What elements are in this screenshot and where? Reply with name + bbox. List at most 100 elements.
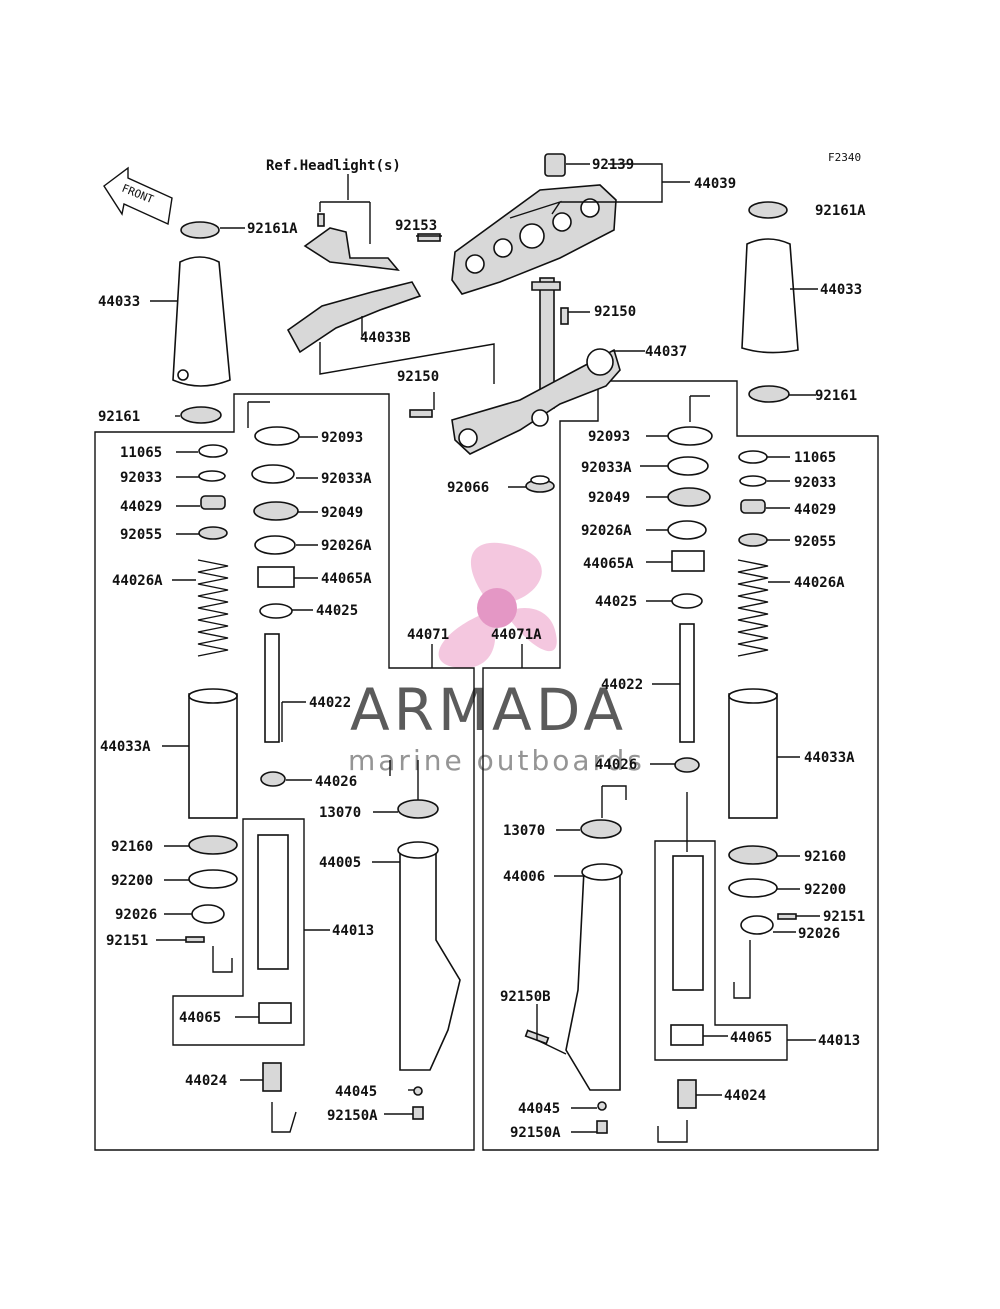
label-44005: 44005 bbox=[319, 855, 361, 871]
label-13070-right: 13070 bbox=[503, 823, 545, 839]
part-44037 bbox=[451, 348, 621, 455]
label-13070-left: 13070 bbox=[319, 805, 361, 821]
part-92049-left bbox=[253, 501, 299, 521]
label-44025-left: 44025 bbox=[316, 603, 358, 619]
label-44037: 44037 bbox=[645, 344, 687, 360]
part-44033A-left bbox=[188, 693, 238, 819]
part-92033-right bbox=[739, 475, 767, 487]
label-92161A-left: 92161A bbox=[247, 221, 298, 237]
part-44022-left bbox=[264, 633, 280, 743]
propeller-logo-icon bbox=[438, 542, 557, 669]
label-92033-left: 92033 bbox=[120, 470, 162, 486]
part-44026A-right bbox=[737, 559, 769, 657]
label-92151-left: 92151 bbox=[106, 933, 148, 949]
label-44033-right: 44033 bbox=[820, 282, 862, 298]
label-92153: 92153 bbox=[395, 218, 437, 234]
label-44026-right: 44026 bbox=[595, 757, 637, 773]
label-44025-right: 44025 bbox=[595, 594, 637, 610]
part-44065A-right bbox=[671, 550, 705, 572]
label-44033B: 44033B bbox=[360, 330, 411, 346]
label-92150A-left: 92150A bbox=[327, 1108, 378, 1124]
assembly-frames bbox=[94, 380, 879, 1151]
label-92049-right: 92049 bbox=[588, 490, 630, 506]
part-92033A-left bbox=[251, 464, 295, 484]
part-92150-top bbox=[560, 307, 569, 325]
part-44013-left bbox=[257, 834, 289, 970]
label-44013-right: 44013 bbox=[818, 1033, 860, 1049]
watermark-brand: ARMADA bbox=[350, 676, 627, 744]
part-92200-left bbox=[188, 869, 238, 889]
label-92151-right: 92151 bbox=[823, 909, 865, 925]
leader-lines bbox=[150, 163, 820, 1143]
label-92026A-left: 92026A bbox=[321, 538, 372, 554]
part-92139 bbox=[544, 153, 566, 177]
part-92026-right bbox=[740, 915, 774, 935]
part-44065-right bbox=[670, 1024, 704, 1046]
label-44033-left: 44033 bbox=[98, 294, 140, 310]
label-44071A: 44071A bbox=[491, 627, 542, 643]
label-11065-right: 11065 bbox=[794, 450, 836, 466]
part-44025-left bbox=[259, 603, 293, 619]
label-44065-left: 44065 bbox=[179, 1010, 221, 1026]
label-92055-left: 92055 bbox=[120, 527, 162, 543]
label-92033A-left: 92033A bbox=[321, 471, 372, 487]
label-44013-left: 44013 bbox=[332, 923, 374, 939]
part-92033-left bbox=[198, 470, 226, 482]
part-92151-right bbox=[777, 913, 797, 920]
front-arrow-icon: FRONT bbox=[103, 166, 173, 226]
label-92161A-right: 92161A bbox=[815, 203, 866, 219]
part-92161-right bbox=[748, 385, 790, 403]
label-44022-left: 44022 bbox=[309, 695, 351, 711]
label-44026A-left: 44026A bbox=[112, 573, 163, 589]
part-92055-right bbox=[738, 533, 768, 547]
label-92026A-right: 92026A bbox=[581, 523, 632, 539]
part-labels: 92139 44039 92161A 92161A 92153 44033 44… bbox=[98, 157, 866, 1141]
part-92093-right bbox=[667, 426, 713, 446]
part-92161A-left bbox=[180, 221, 220, 239]
part-44033A-right bbox=[728, 693, 778, 819]
part-92160-right bbox=[728, 845, 778, 865]
label-92049-left: 92049 bbox=[321, 505, 363, 521]
label-92026-right: 92026 bbox=[798, 926, 840, 942]
label-92150-mid: 92150 bbox=[397, 369, 439, 385]
part-92151-left bbox=[185, 936, 205, 943]
part-44045-right bbox=[597, 1101, 607, 1111]
part-44033B-bracket bbox=[303, 227, 400, 272]
part-44026A-left bbox=[197, 559, 229, 657]
part-92026A-right bbox=[667, 520, 707, 540]
part-92200-right bbox=[728, 878, 778, 898]
part-92160-left bbox=[188, 835, 238, 855]
part-92055-left bbox=[198, 526, 228, 540]
label-44024-right: 44024 bbox=[724, 1088, 766, 1104]
label-44006: 44006 bbox=[503, 869, 545, 885]
part-11065-right bbox=[738, 450, 768, 464]
part-92150-mid bbox=[409, 409, 433, 418]
part-92150A-right bbox=[596, 1120, 608, 1134]
part-92161A-right bbox=[748, 201, 788, 219]
part-13070-left bbox=[397, 799, 439, 819]
label-92033-right: 92033 bbox=[794, 475, 836, 491]
label-92139: 92139 bbox=[592, 157, 634, 173]
label-44024-left: 44024 bbox=[185, 1073, 227, 1089]
part-92161-left bbox=[180, 406, 222, 424]
label-92066: 92066 bbox=[447, 480, 489, 496]
label-92033A-right: 92033A bbox=[581, 460, 632, 476]
label-44045-right: 44045 bbox=[518, 1101, 560, 1117]
label-92055-right: 92055 bbox=[794, 534, 836, 550]
label-92093-right: 92093 bbox=[588, 429, 630, 445]
label-44065A-left: 44065A bbox=[321, 571, 372, 587]
label-92160-left: 92160 bbox=[111, 839, 153, 855]
part-44065-left bbox=[258, 1002, 292, 1024]
figure-code: F2340 bbox=[828, 151, 861, 164]
part-44025-right bbox=[671, 593, 703, 609]
label-92200-left: 92200 bbox=[111, 873, 153, 889]
top-assembly bbox=[286, 153, 621, 493]
right-fork-parts bbox=[524, 201, 799, 1134]
front-label: FRONT bbox=[120, 182, 156, 207]
label-92093-left: 92093 bbox=[321, 430, 363, 446]
watermark-tagline: marine outboards bbox=[348, 744, 645, 777]
label-92026-left: 92026 bbox=[115, 907, 157, 923]
part-44026-right bbox=[674, 757, 700, 773]
part-92153 bbox=[417, 233, 441, 242]
